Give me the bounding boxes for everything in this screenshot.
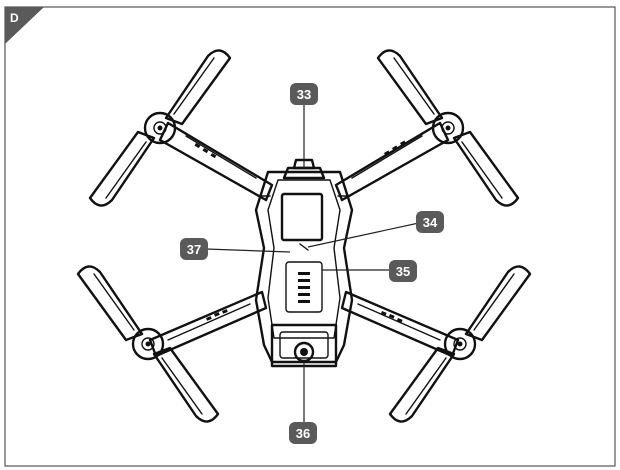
arm-rear-right [340,290,460,358]
propeller-rear-left [76,265,220,423]
propeller-front-left [88,49,232,207]
svg-text:35: 35 [396,264,410,279]
arm-rear-left [148,290,268,358]
callout-34: 34 [416,211,444,233]
drone-body [254,158,354,368]
propeller-front-right [376,49,520,207]
callout-33: 33 [290,83,318,105]
arm-front-right [334,121,450,202]
arm-front-left [158,121,274,202]
panel-border [4,6,616,467]
callout-37: 37 [180,238,208,260]
propeller-rear-right [388,265,532,423]
callout-36: 36 [289,422,317,444]
panel-corner-badge: D [5,7,44,44]
top-window [280,192,324,242]
svg-text:34: 34 [423,215,438,230]
leader-lines [205,104,429,422]
callout-35: 35 [389,260,417,282]
svg-text:33: 33 [297,87,311,102]
panel-label: D [10,11,19,25]
svg-text:36: 36 [296,426,310,441]
rear-port [293,341,315,363]
battery-compartment [285,261,323,313]
svg-text:37: 37 [187,242,201,257]
